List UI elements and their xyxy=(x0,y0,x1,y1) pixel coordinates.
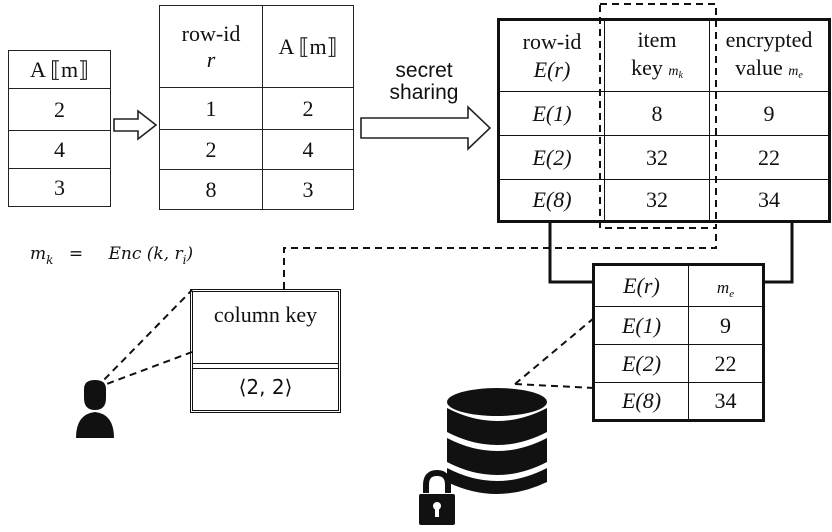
user-icon xyxy=(76,380,114,438)
table-a-header: A ⟦m⟧ xyxy=(8,50,111,89)
table-c: row-id E(r) item key mk encrypted value … xyxy=(497,18,831,223)
table-b: row-id r A ⟦m⟧ 1 2 2 4 8 3 xyxy=(159,5,354,210)
user-link-dashed-line xyxy=(95,289,193,389)
column-key-value: ⟨2, 2⟩ xyxy=(238,375,293,399)
table-c-header-value-top: encrypted xyxy=(725,26,813,52)
database-icon xyxy=(447,388,547,494)
table-c-header-value-m: m xyxy=(788,63,799,79)
table-c-header-value: encrypted value me xyxy=(709,19,830,92)
table-c-header-key: item key mk xyxy=(604,19,710,92)
db-link-dashed-line xyxy=(514,317,595,385)
lock-icon xyxy=(417,469,457,527)
table-c-header-rowid-var: E(r) xyxy=(533,57,571,82)
value-connector xyxy=(765,222,794,284)
table-c-header-key-top: item xyxy=(637,26,677,52)
table-a-cell: 4 xyxy=(8,130,111,169)
formula-rhs-end: ) xyxy=(186,244,194,264)
table-d-header-m: m xyxy=(716,278,730,297)
table-a-cell: 3 xyxy=(8,168,111,207)
arrow-label-line2: sharing xyxy=(389,81,459,104)
item-key-dashed-box xyxy=(599,3,717,229)
table-d-cell: 22 xyxy=(688,344,764,383)
formula-rhs: Enc (k, r xyxy=(108,244,183,264)
table-b-cell: 2 xyxy=(159,129,263,170)
table-b-header-rowid-label: row-id xyxy=(181,20,241,46)
formula-eq: = xyxy=(68,244,84,264)
hollow-arrow-icon xyxy=(113,109,158,141)
table-b-header-rowid: row-id r xyxy=(159,5,263,88)
arrow-label-line1: secret xyxy=(395,59,453,82)
table-c-cell: 34 xyxy=(709,179,830,222)
table-c-cell: E(8) xyxy=(498,179,605,222)
table-d-cell: E(1) xyxy=(593,306,689,345)
user-link-dashed-line xyxy=(95,351,193,389)
column-key-box: column key ⟨2, 2⟩ xyxy=(190,289,341,413)
formula-rhs-sub: i xyxy=(182,253,187,267)
table-d: E(r) me E(1) 9 E(2) 22 E(8) 34 xyxy=(592,263,765,422)
formula-lhs: m xyxy=(30,244,47,264)
secret-sharing-arrow-icon xyxy=(360,105,492,151)
table-c-header-rowid-label: row-id xyxy=(522,29,582,54)
table-b-cell: 1 xyxy=(159,87,263,130)
table-b-header-rowid-var: r xyxy=(206,46,216,72)
table-b-cell: 4 xyxy=(262,129,354,170)
column-key-title: column key xyxy=(193,292,338,364)
column-key-divider xyxy=(193,364,338,369)
arrow-label: secret sharing xyxy=(372,60,476,104)
table-b-cell: 3 xyxy=(262,169,354,210)
table-d-cell: 34 xyxy=(688,382,764,421)
table-c-cell: E(2) xyxy=(498,135,605,180)
table-c-cell: 32 xyxy=(604,135,710,180)
table-c-header-rowid: row-id E(r) xyxy=(498,19,605,92)
table-c-header-key-m: m xyxy=(668,63,679,79)
table-c-header-key-k: k xyxy=(678,69,683,81)
table-c-cell: E(1) xyxy=(498,91,605,136)
table-c-header-key-bottom: key xyxy=(631,54,663,80)
table-c-header-value-bottom: value xyxy=(735,54,783,80)
table-b-cell: 8 xyxy=(159,169,263,210)
formula: mk = Enc (k, ri) xyxy=(30,244,194,267)
table-a: A ⟦m⟧ 2 4 3 xyxy=(8,50,111,207)
rowid-connector xyxy=(548,222,592,284)
table-d-cell: 9 xyxy=(688,306,764,345)
table-c-cell: 22 xyxy=(709,135,830,180)
table-d-cell: E(8) xyxy=(593,382,689,421)
table-c-cell: 32 xyxy=(604,179,710,222)
formula-lhs-sub: k xyxy=(46,253,54,267)
table-d-header-e: e xyxy=(729,288,735,300)
table-c-header-value-e: e xyxy=(798,69,803,81)
db-link-dashed-line xyxy=(514,383,595,389)
table-b-header-a: A ⟦m⟧ xyxy=(262,5,354,88)
key-link-dashed-line xyxy=(283,228,717,289)
